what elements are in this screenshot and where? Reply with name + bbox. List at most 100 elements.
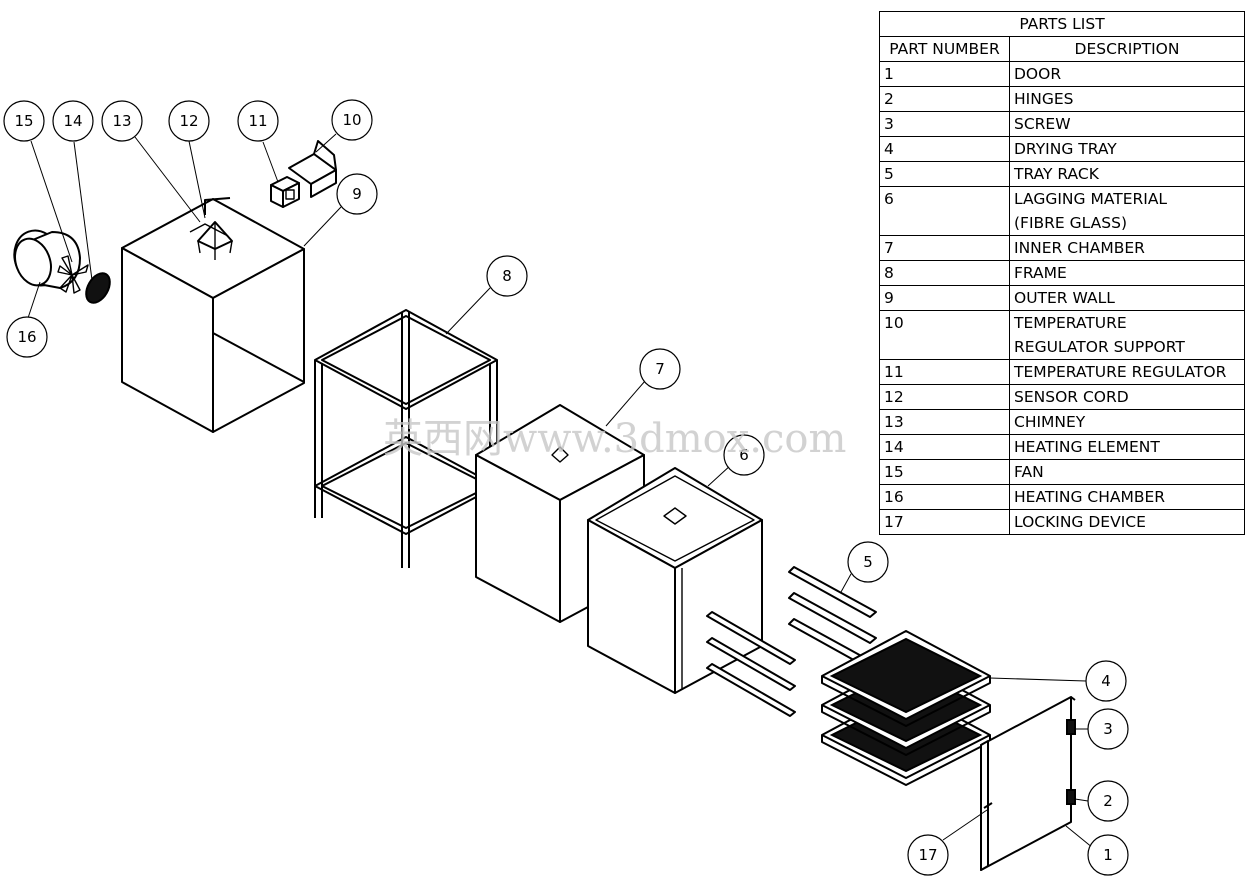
description-cell: LOCKING DEVICE — [1009, 509, 1245, 535]
watermark-text: 英西网www.3dmox.com — [383, 416, 846, 462]
balloon-4: 4 — [1085, 660, 1127, 702]
description-line: TEMPERATURE — [1014, 314, 1127, 332]
temperature-regulator-part — [270, 176, 300, 208]
description-cell: FRAME — [1009, 260, 1245, 286]
balloon-13: 13 — [101, 100, 143, 142]
part-number-cell: 4 — [879, 136, 1010, 162]
part-number-cell: 17 — [879, 509, 1010, 535]
description-line: HEATING ELEMENT — [1014, 438, 1160, 456]
balloon-15: 15 — [3, 100, 45, 142]
part-number-cell: 13 — [879, 409, 1010, 435]
balloon-17: 17 — [907, 834, 949, 876]
part-number-cell: 1 — [879, 61, 1010, 87]
svg-text:1: 1 — [1103, 846, 1113, 864]
description-line: HINGES — [1014, 90, 1074, 108]
door-part — [980, 696, 1076, 871]
part-number-cell: 16 — [879, 484, 1010, 510]
balloon-7: 7 — [639, 348, 681, 390]
parts-list-title-row: PARTS LIST — [879, 11, 1245, 37]
svg-text:16: 16 — [17, 328, 36, 346]
balloon-3: 3 — [1087, 708, 1129, 750]
parts-list-header-row: PART NUMBER DESCRIPTION — [879, 36, 1245, 62]
svg-text:6: 6 — [739, 446, 749, 464]
description-line: TRAY RACK — [1014, 165, 1099, 183]
part-number-header: PART NUMBER — [879, 36, 1010, 62]
description-line: SCREW — [1014, 115, 1071, 133]
part-number-cell: 5 — [879, 161, 1010, 187]
svg-text:7: 7 — [655, 360, 665, 378]
part-number-cell: 14 — [879, 434, 1010, 460]
svg-text:4: 4 — [1101, 672, 1111, 690]
description-cell: TRAY RACK — [1009, 161, 1245, 187]
chimney-part — [189, 221, 233, 260]
svg-text:12: 12 — [179, 112, 198, 130]
description-cell: SCREW — [1009, 111, 1245, 137]
balloon-12: 12 — [168, 100, 210, 142]
part-number-cell: 12 — [879, 384, 1010, 410]
description-line: HEATING CHAMBER — [1014, 488, 1166, 506]
description-line: INNER CHAMBER — [1014, 239, 1145, 257]
balloon-2: 2 — [1087, 780, 1129, 822]
description-cell: HINGES — [1009, 86, 1245, 112]
description-cell: OUTER WALL — [1009, 285, 1245, 311]
drying-tray-part — [821, 630, 991, 786]
svg-text:3: 3 — [1103, 720, 1113, 738]
description-line: DOOR — [1014, 65, 1062, 83]
balloon-9: 9 — [336, 173, 378, 215]
description-cell: TEMPERATURE REGULATOR — [1009, 359, 1245, 385]
balloon-10: 10 — [331, 99, 373, 141]
part-number-cell: 10 — [879, 310, 1010, 360]
part-number-cell: 9 — [879, 285, 1010, 311]
locking-device — [983, 802, 993, 809]
description-line: OUTER WALL — [1014, 289, 1115, 307]
part-number-cell: 15 — [879, 459, 1010, 485]
description-line: (FIBRE GLASS) — [1014, 214, 1127, 232]
svg-text:13: 13 — [112, 112, 131, 130]
description-line: REGULATOR SUPPORT — [1014, 338, 1185, 356]
balloon-6: 6 — [723, 434, 765, 476]
lagging-material-part — [587, 467, 763, 694]
balloon-1: 1 — [1087, 834, 1129, 876]
part-number-cell: 3 — [879, 111, 1010, 137]
tray-rack-part — [706, 566, 877, 717]
balloon-16: 16 — [6, 316, 48, 358]
description-line: DRYING TRAY — [1014, 140, 1117, 158]
description-cell: DRYING TRAY — [1009, 136, 1245, 162]
svg-text:10: 10 — [342, 111, 361, 129]
description-cell: DOOR — [1009, 61, 1245, 87]
balloon-8: 8 — [486, 255, 528, 297]
description-cell: HEATING CHAMBER — [1009, 484, 1245, 510]
svg-text:14: 14 — [63, 112, 82, 130]
svg-text:11: 11 — [248, 112, 267, 130]
svg-text:8: 8 — [502, 267, 512, 285]
temperature-regulator-support-part — [288, 140, 337, 198]
fan-part — [57, 255, 89, 294]
description-cell: TEMPERATURE REGULATOR SUPPORT — [1009, 310, 1245, 360]
hinge-upper — [1066, 719, 1076, 735]
part-number-cell: 7 — [879, 235, 1010, 261]
part-number-cell: 6 — [879, 186, 1010, 236]
description-cell: FAN — [1009, 459, 1245, 485]
svg-text:15: 15 — [14, 112, 33, 130]
description-cell: INNER CHAMBER — [1009, 235, 1245, 261]
hinge-lower — [1066, 789, 1076, 805]
balloon-11: 11 — [237, 100, 279, 142]
description-line: FRAME — [1014, 264, 1067, 282]
description-cell: LAGGING MATERIAL(FIBRE GLASS) — [1009, 186, 1245, 236]
